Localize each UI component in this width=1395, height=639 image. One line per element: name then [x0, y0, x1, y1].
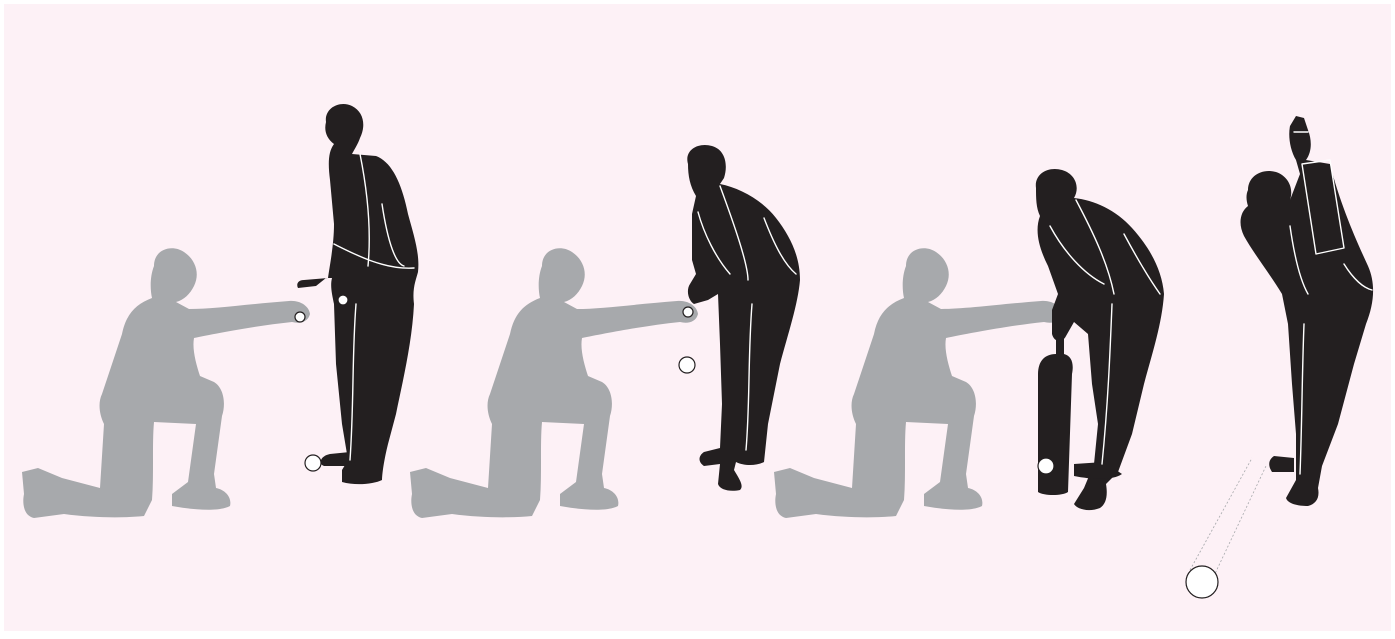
frame-2-batter — [679, 145, 800, 491]
feeder-silhouette — [774, 248, 1062, 518]
frame-2 — [410, 248, 698, 518]
feeder-silhouette — [22, 248, 310, 518]
frame-3 — [774, 248, 1062, 518]
batting-sequence-illustration — [4, 4, 1395, 639]
batter-silhouette — [687, 145, 800, 491]
batter-silhouette — [1241, 116, 1374, 506]
frame-3-batter — [1036, 169, 1164, 510]
ball-in-hand — [338, 295, 348, 305]
feeder-ball — [683, 307, 693, 317]
frame-1 — [22, 104, 418, 518]
ball — [305, 455, 321, 471]
ball — [1186, 566, 1218, 598]
feeder-ball — [295, 312, 305, 322]
ball — [679, 357, 695, 373]
batter-silhouette — [297, 104, 418, 484]
frame-4 — [1186, 116, 1373, 598]
ball — [1038, 458, 1054, 474]
feeder-silhouette — [410, 248, 698, 518]
